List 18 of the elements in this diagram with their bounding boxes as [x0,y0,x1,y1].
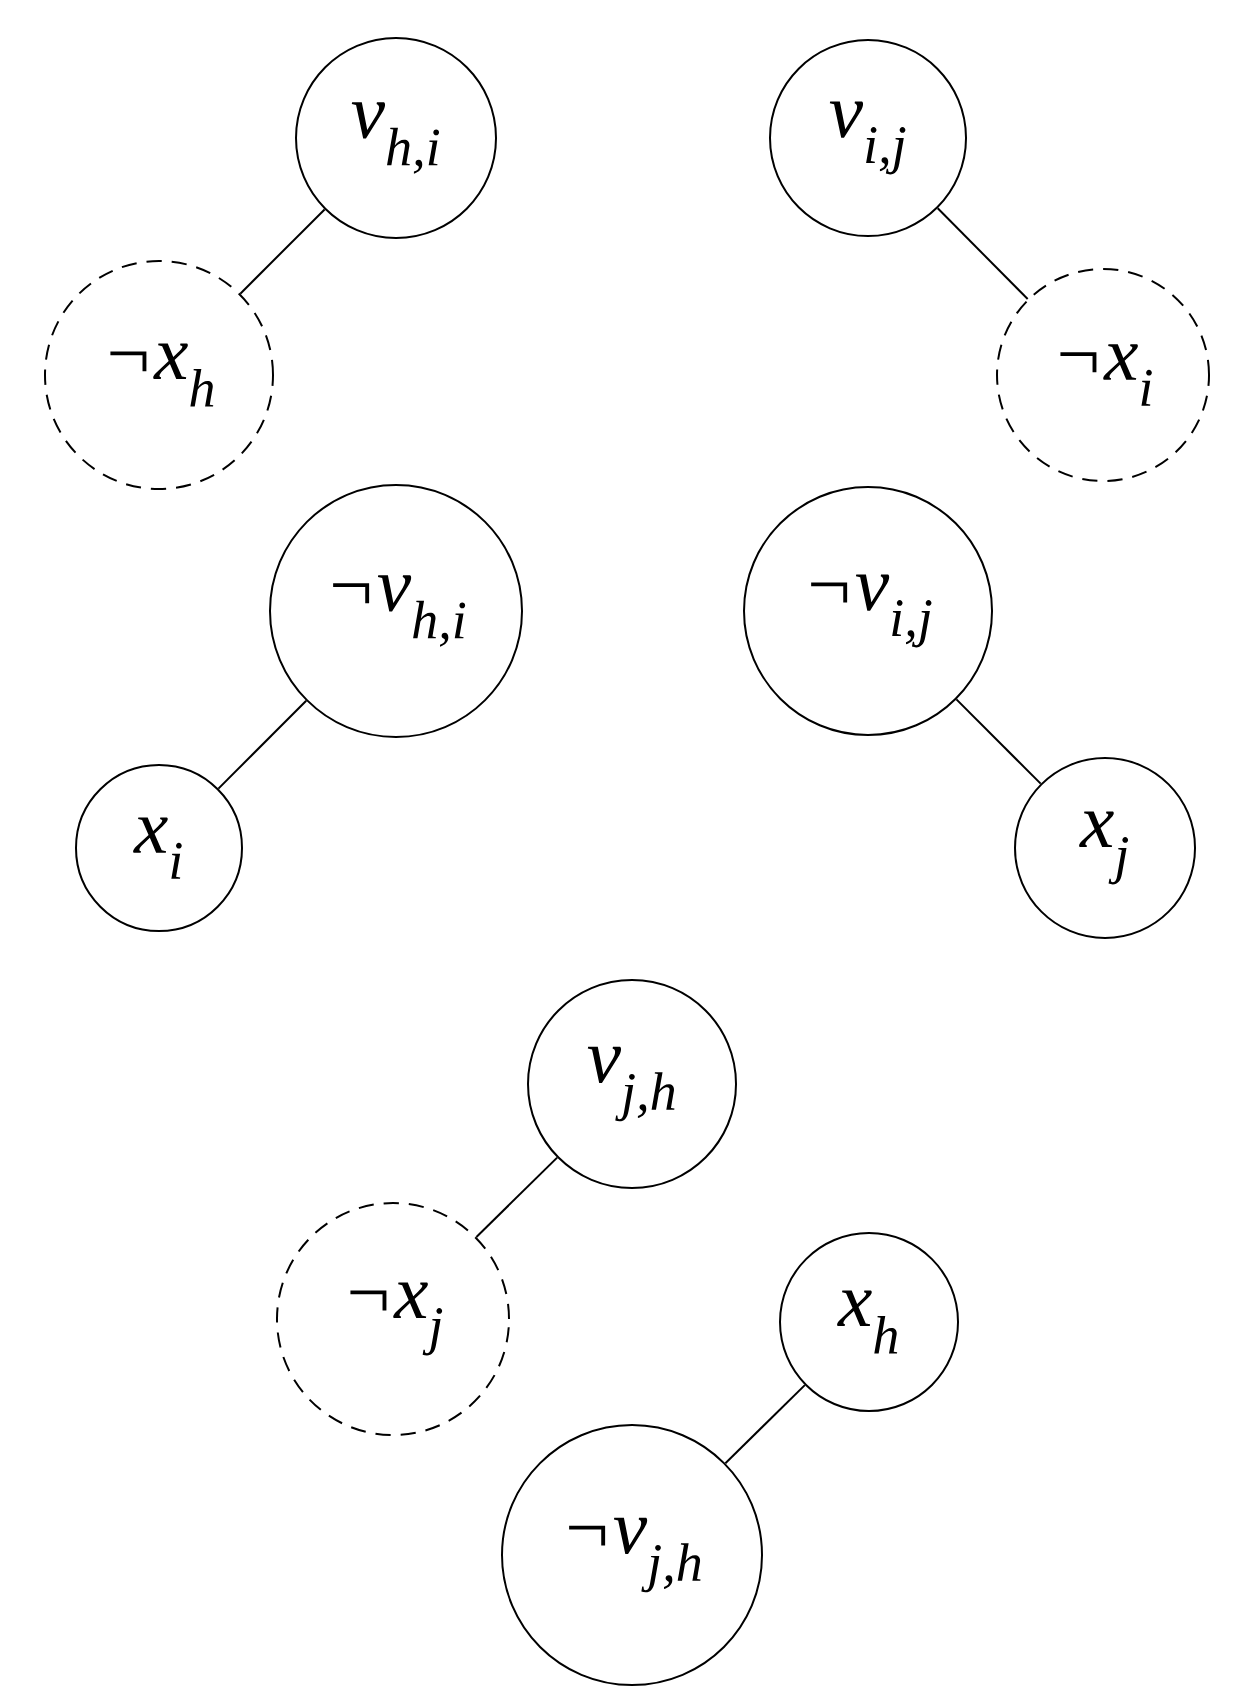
dashed-circle-node: ¬x$_{h}$ [44,260,274,490]
connector-line [936,207,1029,300]
circle-node: v$_{i,j}$ [769,39,967,237]
connector-line [955,698,1042,785]
connector-line [724,1384,806,1465]
circle-node: v$_{h,i}$ [295,37,497,239]
circle-node: ¬v$_{i,j}$ [743,486,993,736]
connector-line [217,699,308,790]
dashed-circle-node: ¬x$_{j}$ [276,1202,510,1436]
circle-node: x$_{h}$ [779,1232,959,1412]
circle-node: x$_{i}$ [75,764,243,932]
dashed-circle-node: ¬x$_{i}$ [996,268,1210,482]
circle-node: ¬v$_{h,i}$ [269,484,523,738]
circle-node: v$_{j,h}$ [527,979,737,1189]
circle-node: ¬v$_{j,h}$ [501,1424,763,1686]
connector-line [475,1156,559,1238]
circle-node: x$_{j}$ [1014,757,1196,939]
connector-line [239,208,326,295]
